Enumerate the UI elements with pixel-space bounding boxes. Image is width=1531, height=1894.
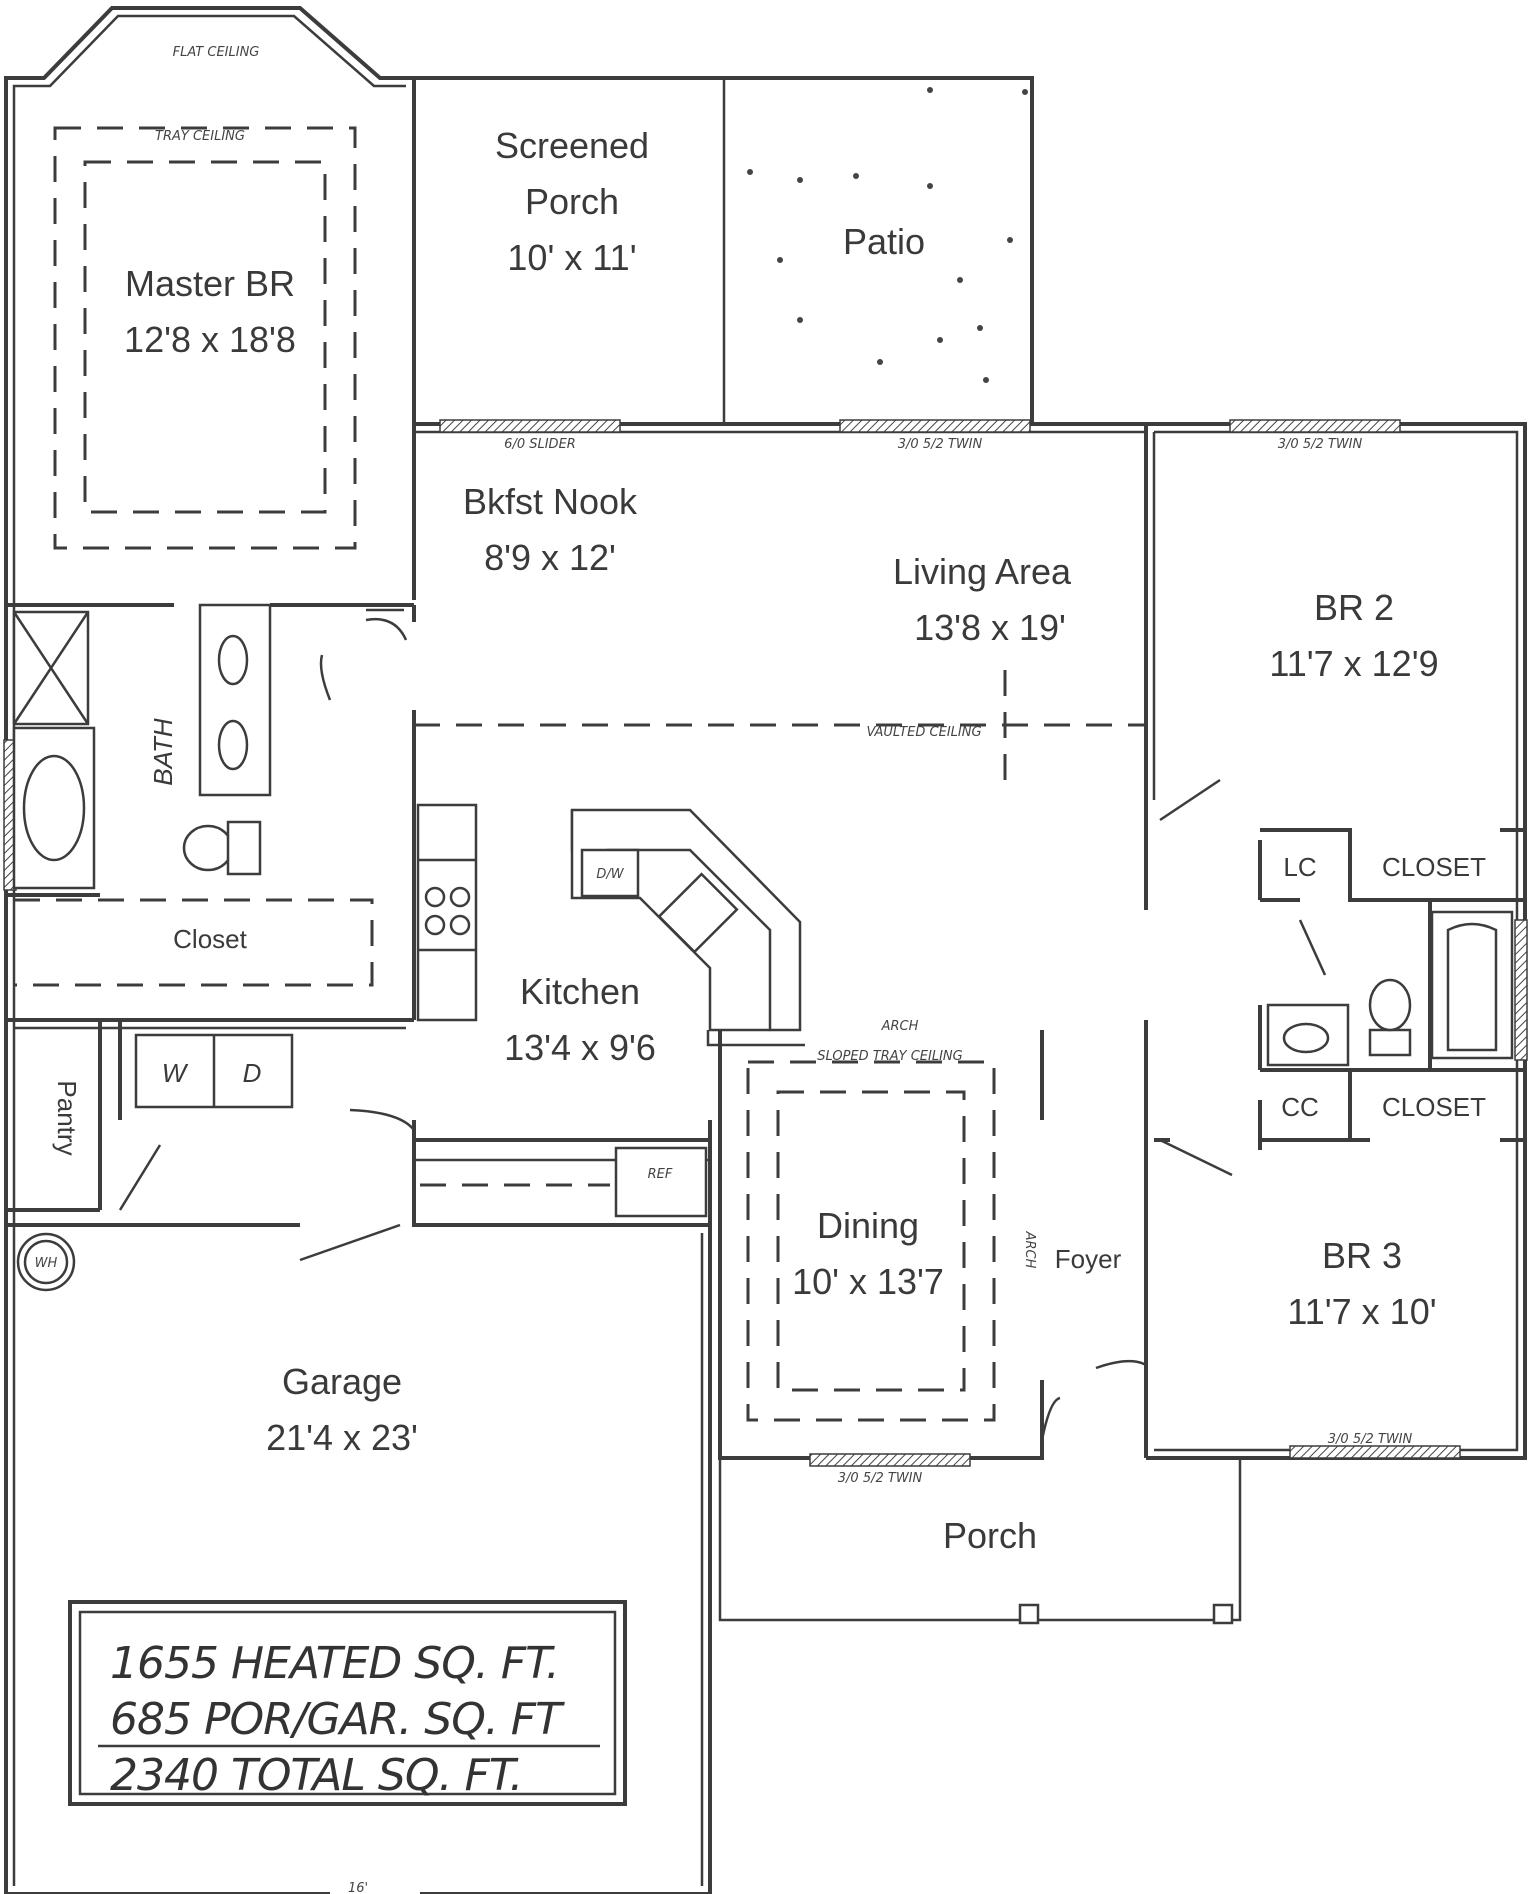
room-name-line1: Screened	[495, 125, 649, 166]
br2-label: BR 2 11'7 x 12'9	[1269, 587, 1438, 684]
note-br2-window: 3/0 5/2 TWIN	[1278, 437, 1363, 452]
summary-por-gar: 685 POR/GAR. SQ. FT	[110, 1694, 565, 1745]
closet-br2-label: CLOSET	[1382, 852, 1486, 882]
summary-heated: 1655 HEATED SQ. FT.	[110, 1638, 559, 1689]
water-heater-label: WH	[35, 1256, 58, 1271]
room-size: 12'8 x 18'8	[124, 319, 296, 360]
windows	[3, 419, 1528, 1467]
room-size: 21'4 x 23'	[266, 1417, 418, 1458]
note-dining-window: 3/0 5/2 TWIN	[838, 1471, 923, 1486]
washer-label: W	[162, 1058, 189, 1088]
note-arch-side: ARCH	[1022, 1231, 1037, 1269]
bkfst-nook-label: Bkfst Nook 8'9 x 12'	[463, 481, 638, 578]
note-br3-window: 3/0 5/2 TWIN	[1328, 1432, 1413, 1447]
refrigerator-label: REF	[648, 1167, 673, 1182]
room-name: Kitchen	[520, 971, 640, 1012]
room-size: 8'9 x 12'	[484, 537, 616, 578]
closet-br3-label: CLOSET	[1382, 1092, 1486, 1122]
living-area-label: Living Area 13'8 x 19'	[893, 551, 1072, 648]
room-name: Master BR	[125, 263, 295, 304]
note-tray-ceiling: TRAY CEILING	[155, 129, 245, 144]
kitchen-counters	[416, 803, 805, 1047]
note-slider: 6/0 SLIDER	[504, 437, 576, 452]
room-name-line2: Porch	[525, 181, 619, 222]
room-size: 11'7 x 12'9	[1269, 643, 1438, 684]
room-size: 10' x 13'7	[792, 1261, 944, 1302]
garage-label: Garage 21'4 x 23'	[266, 1361, 418, 1458]
dining-label: Dining 10' x 13'7	[792, 1205, 944, 1302]
pantry-label: Pantry	[52, 1080, 82, 1155]
cc-label: CC	[1281, 1092, 1319, 1122]
room-name: Bkfst Nook	[463, 481, 638, 522]
summary-total: 2340 TOTAL SQ. FT.	[110, 1750, 522, 1801]
dishwasher-label: D/W	[596, 867, 624, 882]
hall-bath-fixtures	[1266, 910, 1514, 1067]
room-name: Living Area	[893, 551, 1072, 592]
room-size: 13'8 x 19'	[914, 607, 1066, 648]
note-arch: ARCH	[881, 1019, 919, 1034]
door-swings	[118, 608, 1327, 1441]
br3-label: BR 3 11'7 x 10'	[1287, 1235, 1436, 1332]
bath-label: BATH	[148, 718, 178, 786]
kitchen-label: Kitchen 13'4 x 9'6	[504, 971, 656, 1068]
ceiling-lines	[14, 126, 1146, 1422]
note-dining-ceiling: SLOPED TRAY CEILING	[817, 1049, 962, 1064]
room-size: 10' x 11'	[507, 237, 636, 278]
summary-box	[68, 1600, 627, 1806]
master-bath-fixtures	[12, 603, 272, 890]
room-name: BR 3	[1322, 1235, 1402, 1276]
patio-label: Patio	[843, 221, 925, 262]
master-br-label: Master BR 12'8 x 18'8	[124, 263, 296, 360]
note-living-window: 3/0 5/2 TWIN	[898, 437, 983, 452]
foyer-label: Foyer	[1055, 1244, 1122, 1274]
room-size: 13'4 x 9'6	[504, 1027, 656, 1068]
appliances	[16, 1033, 708, 1292]
porch-label: Porch	[943, 1515, 1037, 1556]
note-vaulted: VAULTED CEILING	[866, 725, 981, 740]
room-name: BR 2	[1314, 587, 1394, 628]
dryer-label: D	[243, 1058, 262, 1088]
screened-porch-label: Screened Porch 10' x 11'	[495, 125, 649, 278]
lc-label: LC	[1283, 852, 1316, 882]
closet-label: Closet	[173, 924, 247, 954]
room-name: Dining	[817, 1205, 919, 1246]
room-size: 11'7 x 10'	[1287, 1291, 1436, 1332]
note-flat-ceiling: FLAT CEILING	[173, 45, 260, 60]
patio-texture	[747, 87, 1028, 383]
room-name: Garage	[282, 1361, 402, 1402]
dimension-label: 16'	[348, 1881, 368, 1894]
